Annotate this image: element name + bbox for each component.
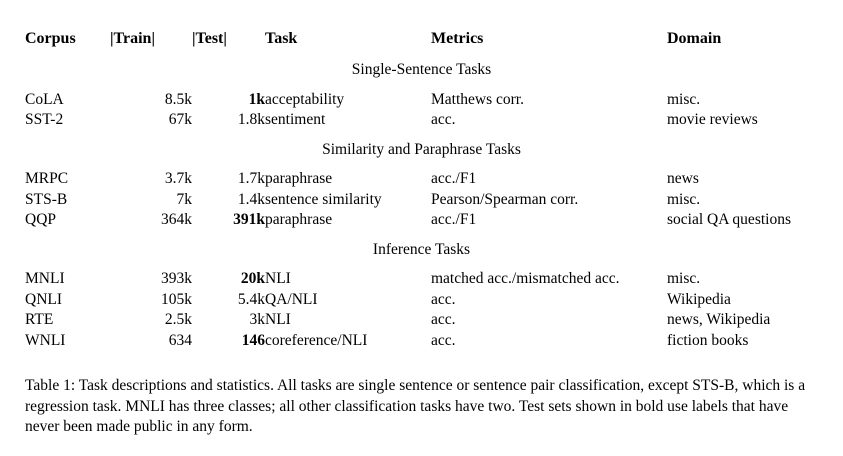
column-header-metrics: Metrics <box>431 30 484 47</box>
cell-task: NLI <box>265 270 291 287</box>
caption-text: Table 1: Task descriptions and statistic… <box>25 377 806 436</box>
cell-domain: misc. <box>667 190 701 208</box>
cell-task: sentence similarity <box>265 190 382 208</box>
cell-corpus: STS-B <box>25 190 68 208</box>
cell-corpus: MRPC <box>25 170 69 187</box>
section-header-row: Single-Sentence Tasks <box>25 55 818 85</box>
cell-test: 5.4k <box>237 290 265 308</box>
cell-task: sentiment <box>265 111 326 128</box>
cell-task: acceptability <box>265 90 345 108</box>
cell-test: 1.7k <box>237 170 265 187</box>
cell-test: 1k <box>248 90 265 108</box>
cell-task: paraphrase <box>265 170 333 187</box>
section-title: Inference Tasks <box>372 240 471 258</box>
section-title: Single-Sentence Tasks <box>351 61 492 78</box>
cell-domain: news, Wikipedia <box>667 311 771 328</box>
cell-corpus: WNLI <box>25 331 66 349</box>
cell-test: 20k <box>240 270 265 287</box>
cell-task: paraphrase <box>265 211 333 228</box>
cell-metrics: acc. <box>431 111 456 128</box>
cell-test: 1.4k <box>237 190 265 208</box>
cell-metrics: matched acc./mismatched acc. <box>431 270 620 287</box>
section-header-row: Inference Tasks <box>25 235 818 265</box>
cell-test: 3k <box>249 311 266 328</box>
table-header-row: Corpus |Train| |Test| Task Metrics Domain <box>25 24 818 55</box>
cell-domain: movie reviews <box>667 111 758 128</box>
cell-domain: fiction books <box>667 331 749 349</box>
cell-corpus: MNLI <box>25 270 65 287</box>
cell-task: QA/NLI <box>265 290 318 308</box>
column-header-corpus: Corpus <box>25 30 76 47</box>
cell-train: 393k <box>161 270 192 287</box>
cell-metrics: acc. <box>431 290 456 308</box>
cell-train: 634 <box>168 331 192 349</box>
cell-train: 7k <box>176 190 193 208</box>
cell-domain: misc. <box>667 270 701 287</box>
column-header-task: Task <box>265 30 298 47</box>
cell-test: 391k <box>233 211 265 228</box>
cell-domain: social QA questions <box>667 211 791 228</box>
column-header-train: |Train| <box>110 30 155 47</box>
section-header-row: Similarity and Paraphrase Tasks <box>25 135 818 165</box>
cell-metrics: acc./F1 <box>431 170 477 187</box>
table-caption: Table 1: Task descriptions and statistic… <box>25 376 820 438</box>
cell-test: 1.8k <box>237 111 265 128</box>
cell-corpus: SST-2 <box>25 111 64 128</box>
cell-metrics: Matthews corr. <box>431 90 524 108</box>
cell-metrics: acc. <box>431 331 456 349</box>
cell-metrics: Pearson/Spearman corr. <box>431 190 579 208</box>
cell-train: 2.5k <box>164 311 192 328</box>
cell-corpus: RTE <box>25 311 54 328</box>
cell-corpus: CoLA <box>25 90 64 108</box>
column-header-domain: Domain <box>667 30 722 47</box>
cell-corpus: QNLI <box>25 290 63 308</box>
cell-corpus: QQP <box>25 211 57 228</box>
cell-train: 364k <box>161 211 192 228</box>
cell-train: 8.5k <box>164 90 192 108</box>
cell-domain: misc. <box>667 90 701 108</box>
cell-domain: news <box>667 170 699 187</box>
cell-train: 67k <box>168 111 192 128</box>
cell-task: NLI <box>265 311 291 328</box>
cell-train: 3.7k <box>164 170 192 187</box>
column-header-test: |Test| <box>192 30 227 47</box>
section-title: Similarity and Paraphrase Tasks <box>322 140 521 158</box>
cell-test: 146 <box>241 331 265 349</box>
cell-train: 105k <box>161 290 192 308</box>
cell-domain: Wikipedia <box>667 290 731 308</box>
cell-task: coreference/NLI <box>265 331 368 349</box>
cell-metrics: acc. <box>431 311 456 328</box>
cell-metrics: acc./F1 <box>431 211 477 228</box>
